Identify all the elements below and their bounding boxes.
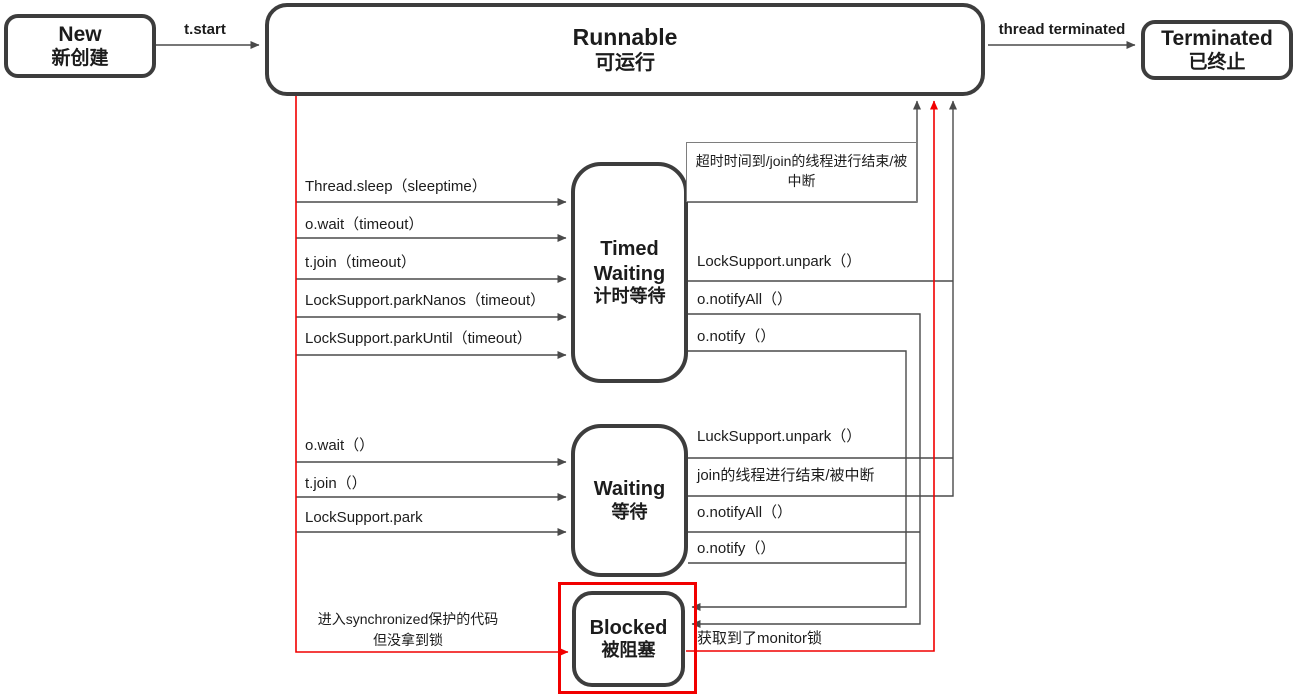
label-w-unpark: LuckSupport.unpark（） [697, 428, 862, 445]
arrow-notify-to-blocked [688, 350, 907, 611]
label-owait-timeout: o.wait（timeout） [305, 216, 424, 233]
state-box-waiting: Waiting 等待 [571, 424, 688, 577]
label-monitor-lock: 获取到了monitor锁 [697, 630, 823, 647]
state-timed-waiting-title: Timed Waiting [593, 238, 666, 285]
blocked-highlight-rect [558, 582, 697, 694]
label-thread-terminated: thread terminated [998, 21, 1126, 38]
arrow-runnable-to-blocked-red [295, 96, 569, 656]
state-box-terminated: Terminated 已终止 [1141, 20, 1293, 80]
label-w-notify: o.notify（） [697, 540, 776, 557]
label-t-start: t.start [184, 21, 226, 38]
label-enter-synchronized-line1: 进入synchronized保护的代码 [317, 611, 499, 627]
state-runnable-title: Runnable [572, 24, 678, 51]
state-timed-waiting-subtitle: 计时等待 [593, 285, 666, 306]
state-blocked-title: Blocked [589, 616, 668, 639]
state-terminated-title: Terminated [1161, 26, 1273, 50]
label-enter-synchronized-line2: 但没拿到锁 [373, 632, 443, 648]
state-box-runnable: Runnable 可运行 [265, 3, 985, 96]
state-runnable-subtitle: 可运行 [595, 52, 655, 75]
label-w-notifyall: o.notifyAll（） [697, 504, 793, 521]
label-w-join-end: join的线程进行结束/被中断 [697, 467, 875, 484]
label-enter-synchronized: 进入synchronized保护的代码 但没拿到锁 [300, 609, 516, 651]
label-tjoin-timeout: t.join（timeout） [305, 254, 416, 271]
label-tw-notifyall: o.notifyAll（） [697, 291, 793, 308]
label-locksupport-park: LockSupport.park [305, 509, 423, 526]
label-tw-notify: o.notify（） [697, 328, 776, 345]
state-box-new: New 新创建 [4, 14, 156, 78]
state-terminated-subtitle: 已终止 [1188, 52, 1246, 74]
state-waiting-title: Waiting [593, 478, 666, 501]
state-new-subtitle: 新创建 [51, 48, 109, 70]
state-blocked-subtitle: 被阻塞 [601, 640, 656, 661]
state-box-timed-waiting: Timed Waiting 计时等待 [571, 162, 688, 383]
state-box-blocked: Blocked 被阻塞 [572, 591, 685, 687]
state-waiting-subtitle: 等待 [611, 501, 648, 522]
state-new-title: New [58, 22, 102, 46]
label-tw-unpark: LockSupport.unpark（） [697, 253, 862, 270]
label-tjoin: t.join（） [305, 475, 367, 492]
label-thread-sleep: Thread.sleep（sleeptime） [305, 178, 487, 195]
label-parkuntil: LockSupport.parkUntil（timeout） [305, 330, 532, 347]
arrow-tw-timeout-to-runnable [688, 100, 921, 203]
arrow-w-join-to-runnable [688, 100, 957, 497]
arrow-notifyall-to-blocked [688, 313, 921, 628]
arrow-blocked-to-runnable-red [686, 100, 938, 652]
label-tw-timeout: 超时时间到/join的线程进行结束/被中断 [686, 142, 917, 202]
label-owait: o.wait（） [305, 437, 375, 454]
label-parknanos: LockSupport.parkNanos（timeout） [305, 292, 546, 309]
